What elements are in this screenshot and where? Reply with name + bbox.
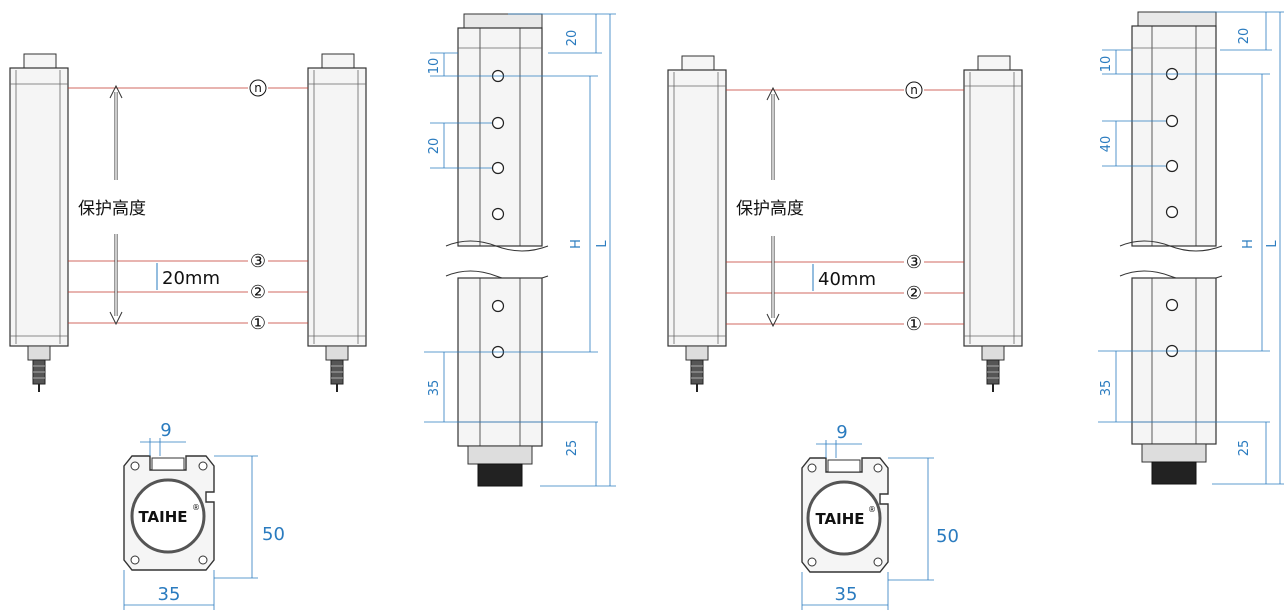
dim-top-cap: 20 [565,30,580,47]
front-view-set-1: n ③ ② ① 保护高度 20mm [9,53,367,392]
beam-label-n: n [905,81,923,99]
beam-label-3: ③ [250,251,266,272]
beam-label-2: ② [906,283,922,304]
svg-text:③: ③ [906,252,922,273]
cross-section-set-1: TAIHE ® 9 50 35 [123,420,285,610]
beam-label-n: n [249,79,267,97]
protect-height-label: 保护高度 [78,199,146,219]
protect-height-arrow [766,86,780,328]
dim-slot: 9 [836,422,847,443]
emitter-housing [9,53,69,392]
dim-pitch: 40 [1099,136,1114,153]
dim-bottom-cap: 25 [565,440,580,457]
beam-spacing-dimension: 20mm [156,263,220,290]
beam-spacing-dimension: 40mm [812,264,876,291]
svg-text:n: n [910,83,918,97]
front-view-set-2: n ③ ② ① 保护高度 40mm [667,55,1023,392]
dim-slot: 9 [160,420,171,441]
beam-lines [68,87,308,324]
receiver-housing [963,55,1023,392]
dim-h: H [1241,239,1256,249]
protect-height-arrow [109,84,123,326]
dim-l: L [595,240,610,248]
beam-label-1: ① [906,314,922,335]
svg-text:②: ② [250,282,266,303]
taihe-logo: TAIHE [138,508,187,526]
beam-hole [491,69,505,359]
cross-section-set-2: TAIHE ® 9 50 35 [801,422,959,610]
dim-first-offset: 10 [427,58,442,75]
dim-section-height: 50 [262,524,285,545]
dim-first-offset: 10 [1099,56,1114,73]
svg-text:n: n [254,81,262,95]
taihe-logo: TAIHE [815,510,864,528]
side-view-set-2: 20 10 40 35 25 H L [1098,11,1284,485]
svg-text:③: ③ [250,251,266,272]
receiver-housing [307,53,367,392]
dim-bottom-offset: 35 [1099,380,1114,397]
beam-label-2: ② [250,282,266,303]
emitter-housing [667,55,727,392]
svg-text:®: ® [868,505,876,514]
dim-pitch: 20 [427,138,442,155]
beam-lines [726,89,964,325]
dim-h: H [569,239,584,249]
svg-text:20mm: 20mm [162,268,220,289]
dim-bottom-cap: 25 [1237,440,1252,457]
dim-top-cap: 20 [1237,28,1252,45]
svg-text:®: ® [192,503,200,512]
dim-l: L [1265,240,1280,248]
svg-text:①: ① [250,313,266,334]
svg-text:②: ② [906,283,922,304]
side-view-set-1: 20 10 20 35 25 H L [424,13,616,487]
protect-height-label: 保护高度 [736,199,804,219]
dim-section-height: 50 [936,526,959,547]
beam-label-3: ③ [906,252,922,273]
beam-label-1: ① [250,313,266,334]
dim-section-width: 35 [835,584,858,605]
svg-text:①: ① [906,314,922,335]
svg-text:40mm: 40mm [818,269,876,290]
dim-section-width: 35 [158,584,181,605]
dim-bottom-offset: 35 [427,380,442,397]
